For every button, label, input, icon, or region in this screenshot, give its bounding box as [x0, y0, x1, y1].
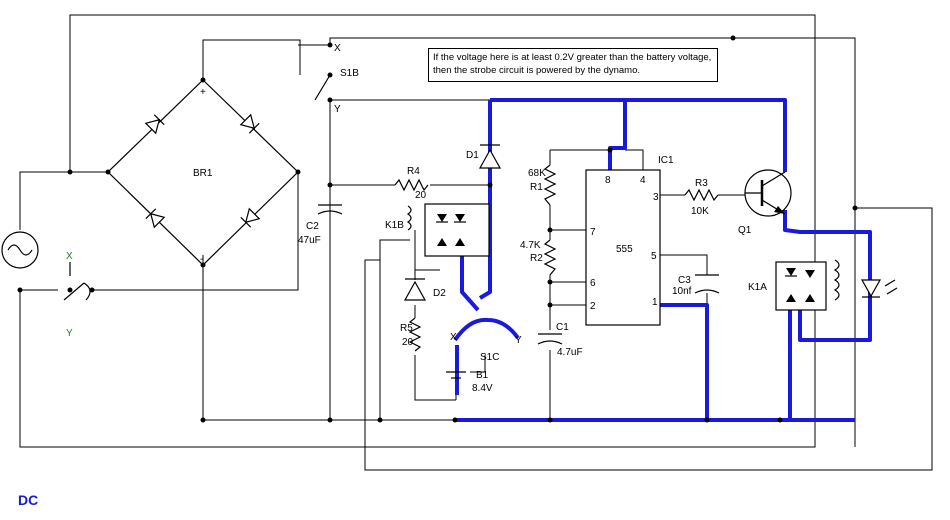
resistor-r1-icon	[543, 164, 557, 206]
label-r2-val: 4.7K	[520, 240, 541, 251]
label-c1-val: 4.7uF	[557, 347, 583, 358]
resistor-r3-icon	[684, 188, 719, 202]
ic-555-body	[585, 169, 661, 326]
label-q1: Q1	[738, 225, 752, 236]
ac-source-icon	[1, 231, 39, 269]
led-icon	[860, 279, 898, 298]
label-d1: D1	[466, 150, 479, 161]
label-s1b: S1B	[340, 68, 359, 79]
label-s1c-x: X	[450, 332, 457, 343]
label-sw-y: Y	[66, 328, 73, 339]
label-r3-val: 10K	[691, 206, 709, 217]
label-c2-val: 47uF	[298, 235, 321, 246]
label-r1: R1	[530, 182, 543, 193]
label-b1: B1	[476, 370, 489, 381]
label-plus: +	[200, 87, 206, 98]
label-pin7: 7	[590, 227, 596, 238]
label-r2: R2	[530, 253, 543, 264]
relay-k1b-icon	[406, 203, 490, 257]
capacitor-c3-icon	[694, 274, 720, 294]
relay-k1a-icon	[775, 259, 840, 311]
label-s1b-y: Y	[334, 104, 341, 115]
label-b1-val: 8.4V	[472, 383, 493, 394]
label-r3: R3	[695, 178, 708, 189]
label-ic1: IC1	[658, 155, 674, 166]
junction-dots	[17, 35, 858, 423]
highlighted-current-path	[453, 98, 872, 422]
label-r4: R4	[407, 166, 420, 177]
switch-left-icon	[63, 262, 91, 301]
label-d2: D2	[433, 288, 446, 299]
label-c3-val: 10nf	[672, 286, 692, 297]
resistor-r4-icon	[394, 178, 429, 192]
label-r4-val: 20	[415, 190, 427, 201]
battery-b1-icon	[446, 371, 466, 379]
label-pin6: 6	[590, 278, 596, 289]
mode-label: DC	[18, 492, 39, 508]
label-r5: R5	[400, 323, 413, 334]
label-sw-x: X	[66, 251, 73, 262]
bridge-rectifier-icon	[107, 79, 299, 266]
label-ic-555: 555	[616, 244, 633, 255]
label-r5-val: 20	[402, 337, 414, 348]
label-pin4: 4	[640, 175, 646, 186]
component-labels: BR1 + - S1B X Y X Y C2 47uF R4 20 K1B D1…	[66, 43, 767, 394]
label-pin3: 3	[653, 192, 659, 203]
resistor-r5-icon	[408, 317, 422, 352]
label-s1b-x: X	[334, 43, 341, 54]
label-r1-val: 68K	[528, 168, 546, 179]
transistor-q1-icon	[744, 169, 792, 217]
label-pin2: 2	[590, 301, 596, 312]
switch-s1b-icon	[314, 72, 333, 101]
label-pin1: 1	[652, 297, 658, 308]
resistor-r2-icon	[543, 239, 557, 276]
label-pin5: 5	[651, 251, 657, 262]
capacitor-c1-icon	[537, 333, 563, 345]
diode-d1-icon	[478, 144, 502, 169]
diode-d2-icon	[403, 278, 427, 301]
label-s1c: S1C	[480, 352, 499, 363]
capacitor-c2-icon	[317, 204, 343, 215]
label-minus: -	[200, 254, 203, 265]
label-k1a: K1A	[748, 282, 767, 293]
annotation-note: If the voltage here is at least 0.2V gre…	[428, 48, 718, 82]
label-s1c-y: Y	[515, 335, 522, 346]
wires	[19, 14, 933, 471]
label-k1b: K1B	[385, 220, 404, 231]
label-c2: C2	[306, 221, 319, 232]
label-pin8: 8	[605, 175, 611, 186]
label-c3: C3	[678, 275, 691, 286]
label-c1: C1	[556, 322, 569, 333]
label-br1: BR1	[193, 168, 213, 179]
